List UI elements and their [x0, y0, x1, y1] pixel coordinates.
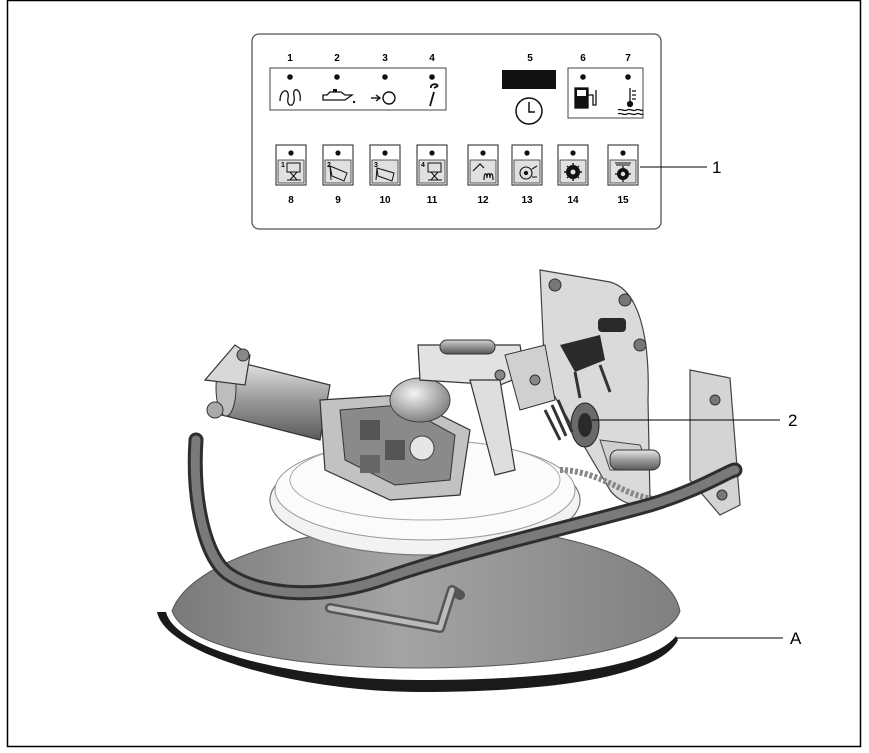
- brush-unit: [157, 269, 743, 692]
- key-number-11: 11: [427, 195, 438, 206]
- callout-a-label: A: [790, 629, 802, 648]
- bolt: [548, 278, 562, 292]
- charge-icon: [371, 91, 396, 105]
- key-9[interactable]: 2: [322, 144, 354, 186]
- led-6: [580, 74, 586, 80]
- callout-1-label: 1: [712, 158, 721, 177]
- gear-dome: [389, 377, 451, 423]
- key-14[interactable]: [557, 144, 589, 186]
- indicator-number-2: 2: [334, 53, 340, 64]
- brush-water-icon: [615, 162, 631, 182]
- key-number-13: 13: [521, 195, 533, 206]
- support-arm: [417, 339, 556, 476]
- preset-4-icon: [427, 162, 442, 181]
- fuel-icon: [574, 87, 597, 109]
- led-2: [334, 74, 340, 80]
- led-4: [429, 74, 435, 80]
- key-number-15: 15: [617, 195, 629, 206]
- hose-highlight: [190, 435, 740, 598]
- indicator-number-3: 3: [382, 53, 388, 64]
- indicator-number-6: 6: [580, 53, 586, 64]
- key-number-8: 8: [288, 195, 294, 206]
- led-7: [625, 74, 631, 80]
- indicator-number-4: 4: [429, 53, 435, 64]
- key-10[interactable]: 3: [369, 144, 401, 186]
- callout-2-label: 2: [788, 411, 797, 430]
- glow-plug-icon: [279, 89, 301, 106]
- led-3: [382, 74, 388, 80]
- panel-outline: [251, 33, 662, 230]
- gear-motor: [319, 377, 471, 501]
- indicator-group-left: [269, 67, 447, 111]
- support-bar-highlight: [327, 587, 455, 631]
- hour-meter-display: [502, 70, 556, 89]
- bolt: [716, 489, 728, 501]
- led-1: [287, 74, 293, 80]
- motor-flange: [409, 435, 435, 461]
- key-12[interactable]: [467, 144, 499, 186]
- bolt: [633, 338, 647, 352]
- bolt: [618, 293, 632, 307]
- key-number-10: 10: [379, 195, 391, 206]
- key-8-prefix: 1: [281, 162, 285, 169]
- pump-icon: [519, 165, 538, 180]
- key-11[interactable]: 4: [416, 144, 448, 186]
- key-9-prefix: 2: [327, 162, 331, 169]
- key-number-14: 14: [567, 195, 579, 206]
- coolant-temperature-icon: [617, 88, 644, 116]
- bolt: [709, 394, 721, 406]
- control-panel: 1 2 3 4 5 6 7: [251, 33, 662, 230]
- linkage-cap: [598, 318, 626, 332]
- brush-icon: [564, 163, 582, 181]
- valve-cylinder: [609, 449, 661, 471]
- preset-3-icon: [375, 167, 395, 182]
- key-8[interactable]: 1: [275, 144, 307, 186]
- indicator-number-7: 7: [625, 53, 631, 64]
- key-11-prefix: 4: [421, 162, 425, 169]
- oil-pressure-icon: [322, 89, 356, 104]
- preset-1-icon: [286, 162, 301, 181]
- hour-meter-icon: [515, 97, 543, 125]
- indicator-number-5: 5: [527, 53, 533, 64]
- key-15[interactable]: [607, 144, 639, 186]
- hydraulic-cylinder: [203, 344, 331, 441]
- preset-2-icon: [329, 165, 348, 182]
- linkage-block: [560, 335, 605, 372]
- key-13[interactable]: [511, 144, 543, 186]
- float-icon: [472, 163, 494, 181]
- service-wrench-icon: [429, 83, 439, 107]
- brush-rim: [157, 612, 678, 692]
- key-10-prefix: 3: [374, 162, 378, 169]
- linkage-arm: [573, 364, 612, 399]
- key-row: 1 2 3: [275, 144, 639, 186]
- indicator-number-1: 1: [287, 53, 293, 64]
- key-number-12: 12: [477, 195, 489, 206]
- key-number-9: 9: [335, 195, 341, 206]
